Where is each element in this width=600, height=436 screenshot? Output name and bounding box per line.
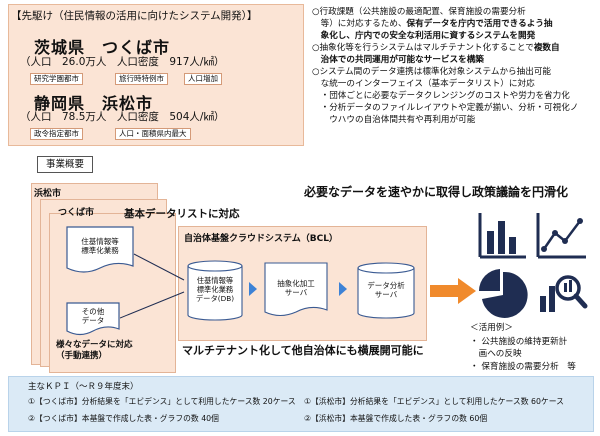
issue-line-10: ウハウの自治体間共有や再利用が可能 (312, 115, 476, 125)
arrow-to-analysis-icon (339, 282, 347, 296)
database-cylinder-icon (187, 260, 243, 321)
connector-lines (120, 253, 185, 319)
pioneer-heading: 【先駆け（住民情報の活用に向けたシステム開発）】 (11, 10, 258, 22)
analysis-server-label: データ分析 サーバ (367, 281, 405, 299)
other-data-document-icon (66, 302, 120, 336)
db-label: 住基情報等 標準化業務 データ(DB) (195, 276, 235, 303)
kpi-item-2: ①【浜松市】分析結果を「エビデンス」として利用したケース数 60ケース (304, 397, 564, 406)
city-stats-hamamatsu: （人口 78.5万人 人口密度 504人/㎢） (20, 111, 225, 123)
kpi-item-4: ②【浜松市】本基盤で作成した表・グラフの数 60個 (304, 414, 488, 423)
issue-line-4: ○抽象化等を行うシステムはマルチテナント化することで複数自 (312, 43, 560, 53)
big-orange-arrow-icon (430, 278, 476, 304)
issue-line-5: 治体での共同運用が可能なサービスを構築 (312, 55, 484, 65)
analysis-server-cylinder-icon (357, 262, 415, 319)
municipality-label-hamamatsu: 浜松市 (34, 189, 62, 199)
multitenant-text: マルチテナント化して他自治体にも横展開可能に (182, 344, 424, 357)
issue-line-6: ○システム間のデータ連携は標準化対象システムから抽出可能 (312, 67, 552, 77)
manual-integration-label: 様々なデータに対応 （手動連携） (56, 340, 133, 361)
city-name-hamamatsu: 静岡県 浜松市 (34, 94, 154, 113)
activity-item-2: ・ 保育施設の需要分析 等 (470, 362, 576, 372)
bar-chart-icon (478, 213, 526, 259)
tag-designated-city: 政令指定都市 (30, 128, 83, 140)
line-chart-icon (536, 213, 586, 259)
issue-line-3: 象化し、庁内での安全な利活用に資するシステムを開発 (312, 31, 536, 41)
city-name-tsukuba: 茨城県 つくば市 (34, 38, 171, 57)
basic-data-list-label: 基本データリストに対応 (124, 208, 240, 220)
issue-line-8: ・団体ごとに必要なデータクレンジングのコストや労力を省力化 (312, 91, 570, 101)
issue-line-2: 等）に対応するため、保有データを庁内で活用できるよう抽 (312, 19, 553, 29)
std-system-document-icon (66, 226, 134, 273)
magnify-chart-icon (540, 275, 588, 312)
issue-line-7: な統一のインターフェイス（基本データリスト）に対応 (312, 79, 535, 89)
tag-population-growth: 人口増加 (184, 73, 222, 85)
kpi-item-1: ①【つくば市】分析結果を「エビデンス」として利用したケース数 20ケース (28, 397, 296, 406)
bcl-title: 自治体基盤クラウドシステム（BCL） (184, 234, 338, 244)
activity-item-1-cont: 画への反映 (470, 349, 522, 359)
kpi-box (8, 376, 594, 432)
activity-item-1: ・ 公共施設の維持更新計 (470, 337, 568, 347)
activities-title: ＜活用例＞ (470, 323, 513, 333)
municipality-label-tsukuba: つくば市 (58, 208, 95, 218)
tag-largest-in-prefecture: 人口・面積県内最大 (115, 128, 191, 140)
arrow-to-abstract-icon (249, 282, 257, 296)
pie-chart-icon (479, 269, 528, 318)
city-stats-tsukuba: （人口 26.0万人 人口密度 917人/㎢） (20, 56, 225, 68)
abstract-server-document-icon (264, 262, 328, 317)
issue-line-1: ○行政課題（公共施設の最適配置、保育施設の需要分析 (312, 7, 526, 17)
std-system-label: 住基情報等 標準化業務 (81, 237, 119, 255)
kpi-item-3: ②【つくば市】本基盤で作成した表・グラフの数 40個 (28, 414, 219, 423)
headline-text: 必要なデータを速やかに取得し政策議論を円滑化 (304, 185, 569, 199)
abstract-server-label: 抽象化加工 サーバ (277, 279, 315, 297)
overview-label: 事業概要 (37, 156, 93, 173)
issue-line-9: ・分析データのファイルレイアウトや定義が揃い、分析・可視化ノ (312, 103, 579, 113)
other-data-label: その他 データ (81, 307, 105, 325)
kpi-title: 主なＫＰＩ（～Ｒ９年度末） (28, 382, 139, 392)
tag-research-city: 研究学園都市 (30, 73, 83, 85)
tag-special-city: 旅行時特例市 (115, 73, 168, 85)
